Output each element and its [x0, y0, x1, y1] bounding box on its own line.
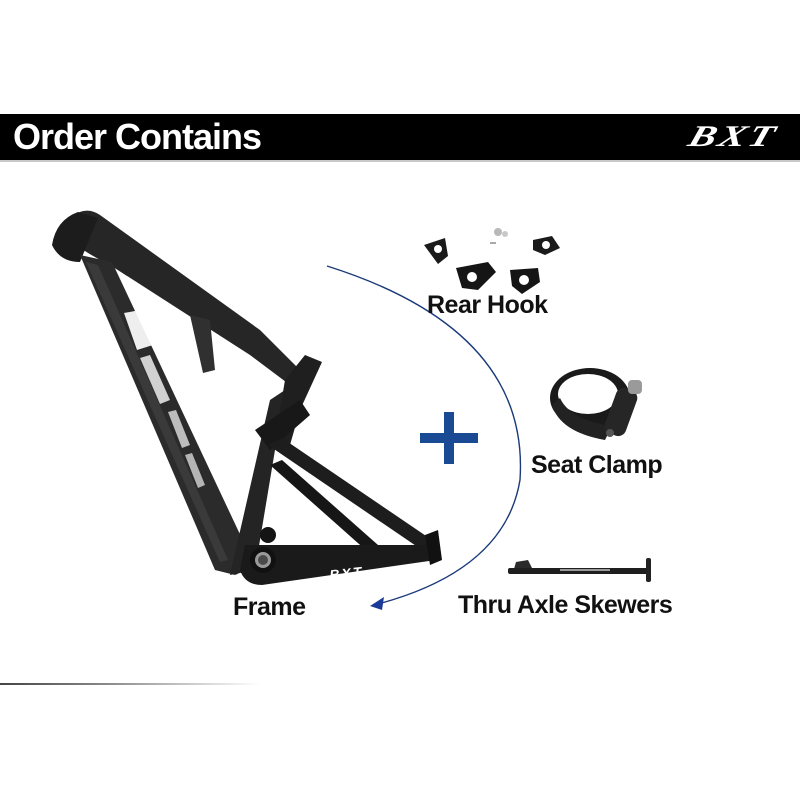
- header-bar: Order Contains BXT: [0, 114, 800, 162]
- item-label-thru-axle: Thru Axle Skewers: [458, 591, 673, 619]
- divider: [0, 683, 260, 685]
- seat-clamp-image: [550, 368, 642, 440]
- frame-decal: BXT: [329, 564, 364, 583]
- page-title: Order Contains: [13, 116, 262, 157]
- thru-axle-image: [508, 558, 651, 582]
- carbon-frame-image: BXT: [52, 210, 442, 585]
- rear-hook-image: [424, 228, 560, 294]
- item-label-rear-hook: Rear Hook: [427, 291, 548, 319]
- connector-arrow: [326, 265, 522, 610]
- plus-icon: [420, 412, 478, 464]
- item-label-frame: Frame: [233, 593, 306, 621]
- item-label-seat-clamp: Seat Clamp: [531, 451, 663, 479]
